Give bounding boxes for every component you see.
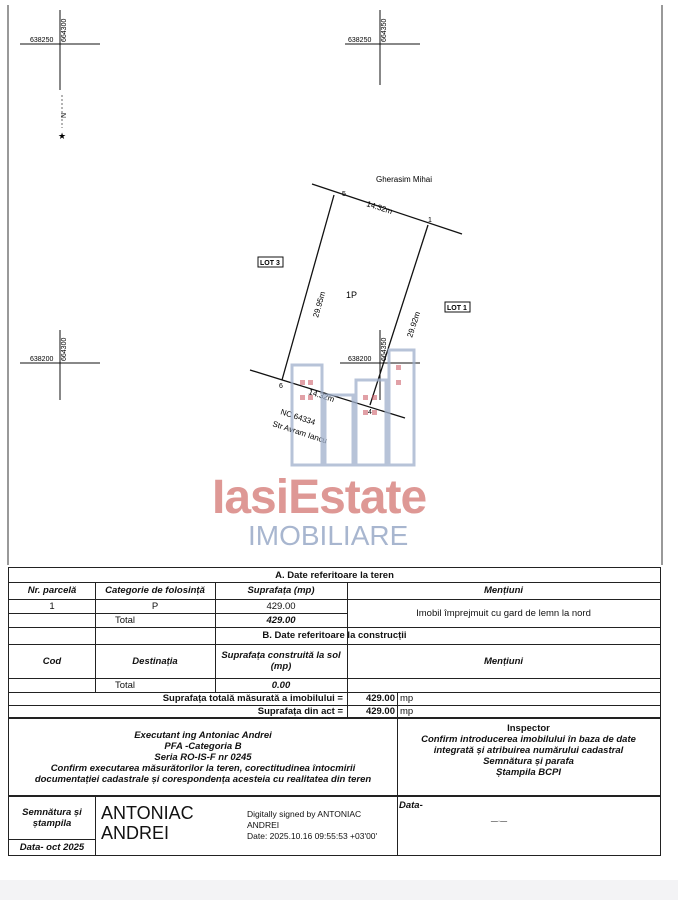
coord-tl-y: 664300: [61, 19, 68, 42]
measured-area-unit: mp: [400, 693, 414, 704]
inspector-title: Inspector: [507, 723, 550, 734]
point-4: 4: [368, 409, 372, 416]
grid-cross-tr: [345, 10, 420, 85]
inspector-line2: Confirm introducerea imobilului în baza …: [421, 734, 636, 745]
data-table: A. Date referitoare la teren Nr. parcelă…: [8, 567, 661, 719]
digital-signature: Digitally signed by ANTONIAC ANDREI Date…: [247, 809, 397, 849]
svg-text:★: ★: [58, 132, 66, 142]
watermark-brand: IasiEstate: [212, 471, 427, 524]
svg-text:N: N: [61, 113, 68, 118]
total-built-b: 0.00: [271, 679, 291, 691]
col-use-header: Categorie de folosință: [105, 585, 205, 596]
total-label-a: Total: [114, 614, 136, 626]
act-area-unit: mp: [400, 706, 414, 717]
signer-name-line1: ANTONIAC: [101, 803, 194, 823]
watermark-sub: IMOBILIARE: [248, 520, 409, 551]
act-area-value: 429.00: [365, 706, 395, 717]
north-arrow-icon: ★ N: [58, 95, 68, 142]
neighbor-north: Gherasim Mihai: [376, 175, 432, 184]
data-label: Data-: [399, 799, 423, 811]
grid-cross-ml: [20, 330, 100, 400]
col-cod-header: Cod: [42, 655, 62, 667]
signature-label-line1: Semnătura și: [22, 807, 82, 818]
dim-right: 29.92m: [405, 310, 422, 338]
cadastral-sheet: 638250 664300 638250 664350 638200 66430…: [0, 0, 678, 880]
section-b-title: B. Date referitoare la construcții: [262, 630, 407, 641]
signer-name: ANTONIAC ANDREI: [101, 803, 241, 847]
inspector-line4: Semnătura și parafa: [483, 756, 574, 767]
act-area-label: Suprafața din act =: [257, 706, 343, 717]
section-a-title: A. Date referitoare la teren: [275, 569, 394, 581]
point-6: 6: [279, 383, 283, 390]
row1-parcel: 1: [49, 600, 55, 612]
inspector-line5: Ștampila BCPI: [496, 767, 561, 778]
signature-box: Semnătura și ștampila Data- oct 2025 ANT…: [8, 796, 661, 856]
coord-tr-y: 664350: [381, 19, 388, 42]
digital-signature-line2: ANDREI: [247, 820, 280, 830]
building-watermark-windows: [300, 365, 401, 415]
row1-note: Imobil împrejmuit cu gard de lemn la nor…: [416, 607, 591, 619]
dim-left: 29.95m: [311, 290, 327, 318]
grid-cross-mr: [340, 330, 420, 400]
signature-date: Data- oct 2025: [19, 841, 85, 853]
total-label-b: Total: [114, 679, 136, 691]
signature-label: Semnătura și ștampila: [9, 797, 95, 839]
executant-inspector-box: Executant ing Antoniac Andrei PFA -Categ…: [8, 718, 661, 796]
parcel-label: 1P: [346, 290, 357, 300]
executant-line3: Seria RO-IS-F nr 0245: [154, 751, 252, 763]
measured-area-label: Suprafața totală măsurată a imobilului =: [162, 693, 343, 704]
coord-mr-x: 638200: [348, 356, 371, 363]
row1-use: P: [151, 600, 159, 612]
lot-1-tag: LOT 1: [444, 301, 471, 313]
coord-mr-y: 664350: [381, 338, 388, 361]
street-label: Str Avram Iancu: [271, 419, 328, 445]
grid-cross-tl: [20, 10, 100, 90]
point-5: 5: [342, 191, 346, 198]
executant-line1: Executant ing Antoniac Andrei: [134, 729, 272, 741]
col-dest-header: Destinația: [132, 655, 178, 667]
point-1: 1: [428, 217, 432, 224]
signature-label-line2: ștampila: [32, 818, 72, 829]
col-notes-header: Mențiuni: [483, 585, 524, 596]
data-dash: —·—: [490, 817, 508, 825]
col-parcel-header: Nr. parcelă: [27, 585, 77, 596]
executant-block: Executant ing Antoniac Andrei PFA -Categ…: [9, 721, 397, 793]
svg-text:LOT 3: LOT 3: [260, 260, 280, 267]
dim-top: 14.32m: [365, 199, 393, 216]
coord-tl-x: 638250: [30, 37, 53, 44]
executant-line5: documentației cadastrale și corespondenț…: [34, 773, 372, 785]
signer-name-line2: ANDREI: [101, 823, 170, 843]
executant-line2: PFA -Categoria B: [164, 740, 242, 752]
lot-3-tag: LOT 3: [257, 256, 284, 268]
digital-signature-line1: Digitally signed by ANTONIAC: [247, 809, 362, 819]
site-plan: 638250 664300 638250 664350 638200 66430…: [7, 5, 663, 565]
col-notes-b-header: Mențiuni: [483, 655, 524, 667]
coord-ml-y: 664300: [61, 338, 68, 361]
coord-tr-x: 638250: [348, 37, 371, 44]
row1-area: 429.00: [266, 600, 296, 612]
inspector-line3: integrată și atribuirea numărului cadast…: [433, 745, 624, 756]
executant-line4: Confirm executarea măsurătorilor la tere…: [50, 762, 356, 774]
measured-area-value: 429.00: [365, 693, 395, 704]
total-area-a: 429.00: [266, 614, 296, 626]
svg-text:LOT 1: LOT 1: [447, 305, 467, 312]
building-watermark-icon: [290, 348, 416, 467]
coord-ml-x: 638200: [30, 356, 53, 363]
inspector-block: Inspector Confirm introducerea imobilulu…: [397, 721, 660, 793]
col-built-header: Suprafața construită la sol (mp): [221, 650, 341, 672]
col-area-header: Suprafața (mp): [247, 585, 315, 596]
digital-signature-line3: Date: 2025.10.16 09:55:53 +03'00': [247, 831, 378, 841]
